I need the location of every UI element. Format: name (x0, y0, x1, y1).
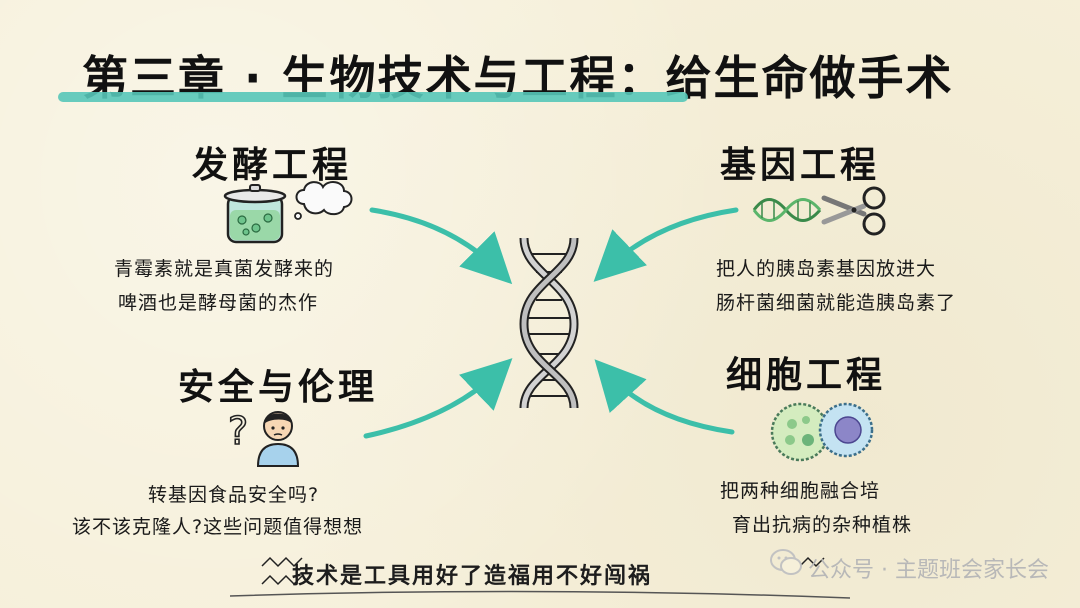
dna-helix-icon (519, 237, 579, 409)
cells-icon (770, 402, 874, 462)
thought-cloud-icon (294, 181, 353, 220)
title-underline (58, 92, 688, 102)
footer-message: 技术是工具用好了造福用不好闯祸 (292, 564, 653, 589)
heading-cell-engineering: 细胞工程 (726, 355, 887, 396)
scissors-icon (821, 186, 886, 236)
fermentation-line-2: 啤酒也是酵母菌的杰作 (118, 292, 319, 314)
watermark: 公众号 · 主题班会家长会 (808, 558, 1049, 583)
ethics-line-1: 转基因食品安全吗? (148, 484, 320, 506)
svg-text:?: ? (228, 409, 248, 453)
genetic-line-1: 把人的胰岛素基因放进大 (716, 258, 937, 280)
dna-small-icon (752, 198, 822, 222)
heading-safety-ethics: 安全与伦理 (178, 367, 379, 408)
genetic-line-2: 肠杆菌细菌就能造胰岛素了 (716, 292, 957, 314)
ethics-line-2: 该不该克隆人?这些问题值得想想 (72, 516, 364, 538)
cell-line-2: 育出抗病的杂种植株 (732, 514, 913, 536)
person-icon (256, 411, 300, 467)
cell-line-1: 把两种细胞融合培 (720, 480, 881, 502)
heading-fermentation: 发酵工程 (192, 145, 353, 186)
question-icon: ? (227, 408, 249, 454)
wechat-icon (770, 549, 802, 575)
heading-genetic-engineering: 基因工程 (720, 145, 881, 186)
fermentation-line-1: 青霉素就是真菌发酵来的 (114, 258, 335, 280)
pot-icon (223, 184, 287, 244)
